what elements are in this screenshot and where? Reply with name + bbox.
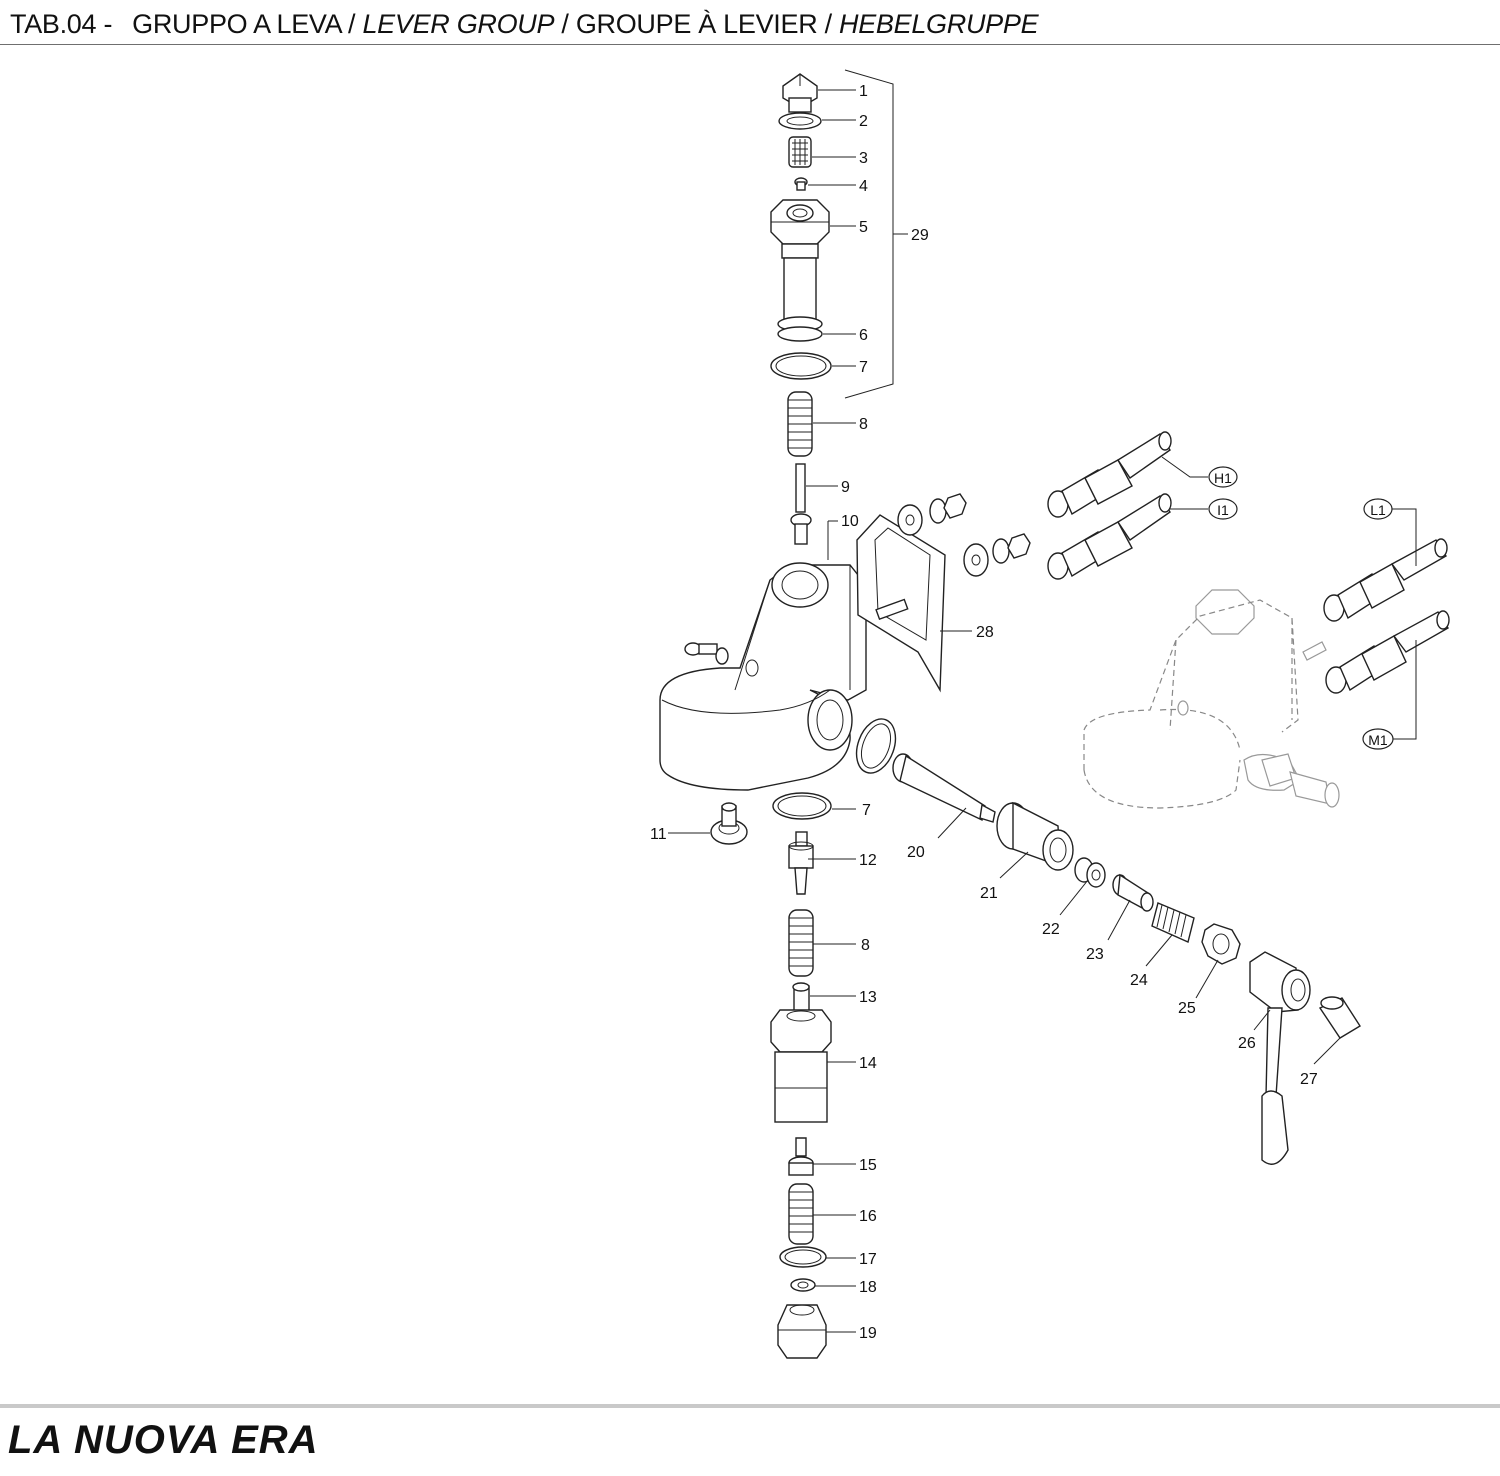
callout-23: 23 (1086, 946, 1104, 963)
part-11-valve-seat (710, 802, 748, 845)
leader-lines (668, 89, 1417, 1333)
ref-h1-label: H1 (1214, 470, 1232, 486)
part-8-spring-lower (788, 909, 814, 977)
callout-12: 12 (859, 852, 877, 869)
part-25-nut (1201, 923, 1241, 965)
callout-7: 7 (859, 359, 868, 376)
ref-m1-label: M1 (1368, 732, 1388, 748)
ref-m1-circle: M1 (1362, 728, 1394, 750)
callout-9: 9 (841, 479, 850, 496)
fitting-m1 (1325, 610, 1450, 694)
connection-refs: H1 I1 L1 M1 (1208, 466, 1394, 750)
bracket-29 (844, 69, 894, 399)
callout-8-lower: 8 (861, 937, 870, 954)
ref-i1-label: I1 (1217, 502, 1229, 518)
ref-h1-circle: H1 (1208, 466, 1238, 488)
part-7-gasket-side (855, 718, 897, 774)
part-26-lever-handle (1249, 951, 1311, 1165)
callout-10: 10 (841, 513, 859, 530)
callout-1: 1 (859, 83, 868, 100)
assembled-reference-view (1083, 589, 1340, 809)
part-21-bushing (996, 801, 1074, 871)
callout-14: 14 (859, 1055, 877, 1072)
part-1-cap-nut (782, 73, 818, 113)
callout-29: 29 (911, 227, 929, 244)
callout-7-lower: 7 (862, 802, 871, 819)
part-9-pin (790, 463, 812, 545)
callout-28: 28 (976, 624, 994, 641)
part-14-cylinder (770, 1009, 832, 1123)
title-separator: / (824, 9, 833, 39)
part-7-gasket-lower (772, 792, 832, 820)
part-24-spring (1151, 902, 1195, 943)
washer-nut-set-lower (963, 533, 1031, 577)
callout-20: 20 (907, 844, 925, 861)
part-2-washer (778, 112, 822, 130)
callout-labels: 1 2 3 4 5 6 7 8 9 10 29 28 7 11 12 8 13 … (650, 83, 1318, 1342)
title-separator: / (348, 9, 356, 39)
part-18-washer (790, 1278, 816, 1292)
side-bolt (684, 642, 729, 665)
washer-nut-set-upper (897, 493, 967, 536)
fitting-h1 (1047, 431, 1172, 518)
callout-4: 4 (859, 178, 868, 195)
title-french: GROUPE À LEVIER (575, 9, 818, 39)
part-27-cap (1318, 996, 1361, 1039)
title-german: HEBELGRUPPE (839, 9, 1039, 39)
callout-15: 15 (859, 1157, 877, 1174)
title-separator: / (561, 9, 569, 39)
brand-logo-text: LA NUOVA ERA (8, 1418, 319, 1462)
part-17-o-ring (779, 1246, 827, 1268)
part-12-pin-lower (788, 831, 814, 895)
part-3-filter-mesh (788, 136, 812, 168)
part-13-piston (792, 982, 810, 1017)
part-8-spring-top (787, 391, 813, 457)
title-english: LEVER GROUP (362, 9, 555, 39)
part-28-plate (856, 514, 946, 693)
callout-25: 25 (1178, 1000, 1196, 1017)
callout-21: 21 (980, 885, 998, 902)
callout-27: 27 (1300, 1071, 1318, 1088)
part-20-lever-shaft (892, 753, 996, 823)
callout-2: 2 (859, 113, 868, 130)
callout-26: 26 (1238, 1035, 1256, 1052)
callout-22: 22 (1042, 921, 1060, 938)
callout-5: 5 (859, 219, 868, 236)
callout-24: 24 (1130, 972, 1148, 989)
part-22-seal (1074, 857, 1106, 888)
table-code: TAB.04 - (10, 9, 113, 39)
part-10-group-body (659, 521, 867, 791)
callout-17: 17 (859, 1251, 877, 1268)
callout-16: 16 (859, 1208, 877, 1225)
fitting-i1 (1047, 493, 1172, 580)
callout-18: 18 (859, 1279, 877, 1296)
callout-19: 19 (859, 1325, 877, 1342)
ref-l1-label: L1 (1370, 502, 1386, 518)
part-16-spring (788, 1183, 814, 1245)
callout-13: 13 (859, 989, 877, 1006)
part-19-end-plug (777, 1304, 827, 1359)
page-title: TAB.04 - GRUPPO A LEVA / LEVER GROUP / GR… (10, 4, 1039, 44)
ref-i1-circle: I1 (1208, 498, 1238, 520)
callout-6: 6 (859, 327, 868, 344)
part-5-valve-body (770, 199, 830, 321)
part-7-gasket-top (770, 352, 832, 380)
ref-l1-circle: L1 (1363, 498, 1393, 520)
footer-divider (0, 1404, 1500, 1408)
part-4-small-screw (794, 177, 808, 191)
callout-11: 11 (650, 826, 667, 843)
fitting-l1 (1323, 538, 1448, 622)
part-15-pin (788, 1137, 814, 1176)
callout-8: 8 (859, 416, 868, 433)
callout-3: 3 (859, 150, 868, 167)
title-divider (0, 44, 1500, 45)
part-6-o-ring (777, 316, 823, 342)
title-italian: GRUPPO A LEVA (132, 9, 341, 39)
part-23-pin (1112, 873, 1154, 912)
